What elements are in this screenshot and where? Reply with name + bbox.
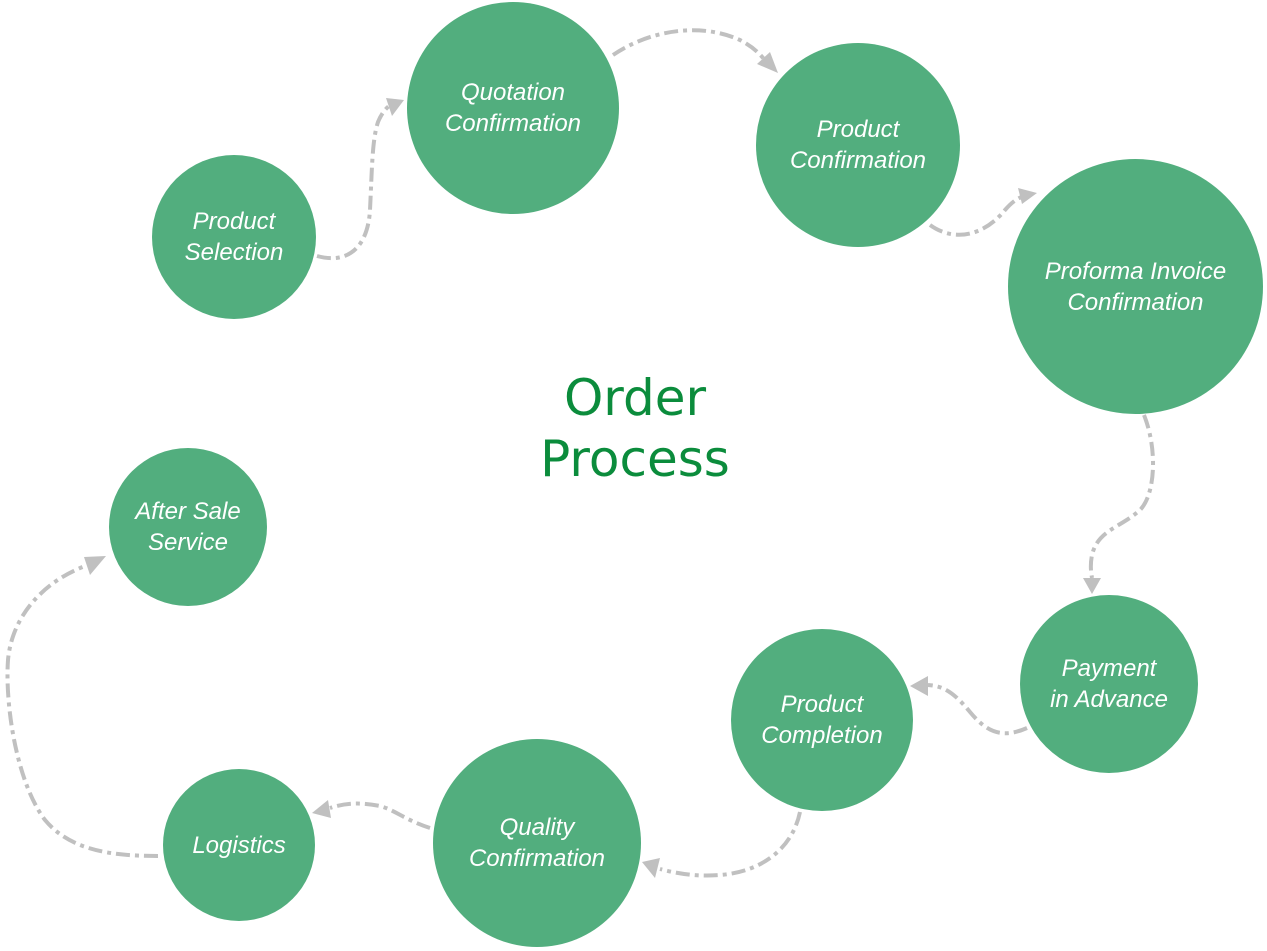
step-logistics[interactable]: Logistics: [163, 769, 315, 921]
arrowhead-icon: [910, 676, 928, 696]
step-product-selection[interactable]: Product Selection: [152, 155, 316, 319]
connector-proforma-to-payment: [1083, 414, 1156, 594]
step-label: Proforma Invoice Confirmation: [1044, 257, 1227, 316]
step-payment-in-advance[interactable]: Payment in Advance: [1020, 595, 1198, 773]
arrowhead-icon: [1018, 188, 1037, 204]
connector-selection-to-quotation: [316, 98, 404, 261]
connector-quotation-to-confirmation: [611, 28, 778, 73]
step-label: Quotation Confirmation: [444, 79, 582, 137]
arrowhead-icon: [386, 98, 404, 116]
connector-confirmation-to-proforma: [928, 188, 1037, 237]
connector-payment-to-completion: [910, 676, 1028, 736]
step-label: After Sale Service: [135, 498, 241, 556]
step-quotation-confirmation[interactable]: Quotation Confirmation: [407, 2, 619, 214]
step-label: Payment in Advance: [1050, 655, 1168, 713]
step-label: Quality Confirmation: [468, 814, 606, 872]
step-proforma-invoice-confirmation[interactable]: Proforma Invoice Confirmation: [1008, 159, 1263, 414]
connector-completion-to-quality: [642, 811, 802, 878]
arrowhead-icon: [84, 556, 106, 575]
step-after-sale-service[interactable]: After Sale Service: [109, 448, 267, 606]
step-label: Logistics: [192, 831, 286, 859]
step-product-confirmation[interactable]: Product Confirmation: [756, 43, 960, 247]
step-label: Product Completion: [761, 691, 883, 749]
diagram-title: Order Process: [540, 369, 730, 488]
arrowhead-icon: [312, 800, 331, 818]
step-label: Product Selection: [184, 208, 284, 266]
connector-quality-to-logistics: [312, 800, 431, 830]
arrowhead-icon: [757, 52, 778, 73]
arrowhead-icon: [1083, 578, 1101, 594]
arrowhead-icon: [642, 858, 660, 878]
step-label: Product Confirmation: [789, 116, 927, 174]
step-product-completion[interactable]: Product Completion: [731, 629, 913, 811]
step-quality-confirmation[interactable]: Quality Confirmation: [433, 739, 641, 947]
connector-logistics-to-aftersale: [5, 556, 159, 858]
